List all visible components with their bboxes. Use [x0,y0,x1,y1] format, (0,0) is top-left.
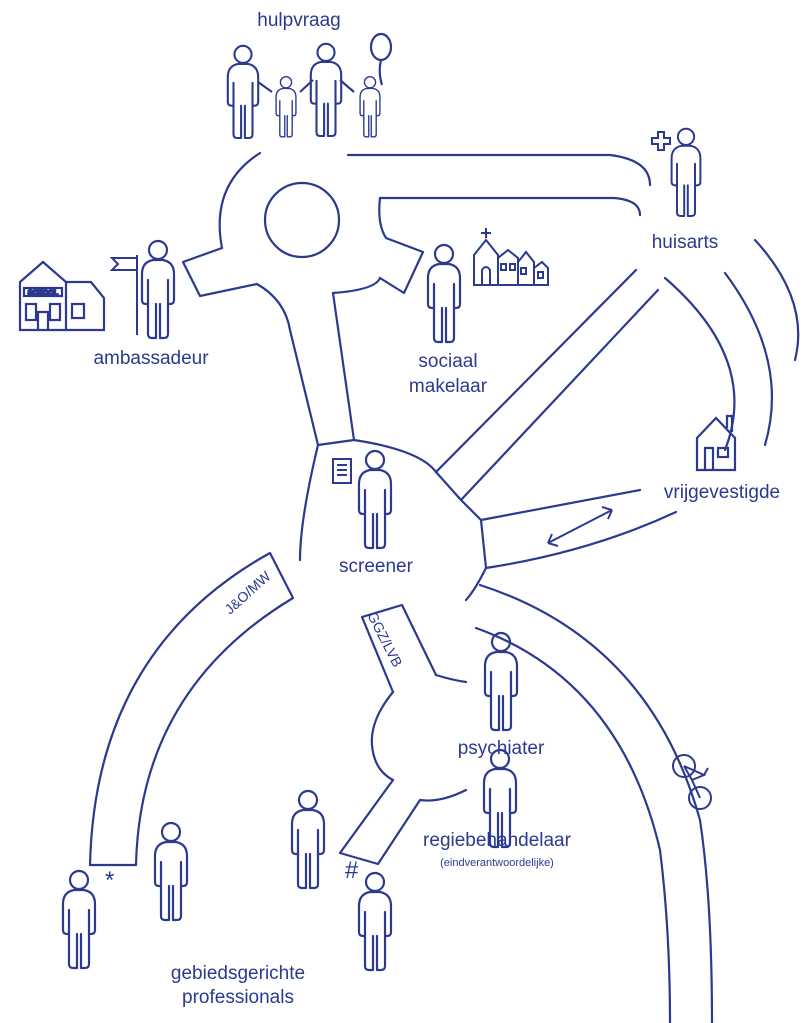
road-to-ambassadeur [181,246,259,298]
family-icon [226,42,381,140]
road-south-bike [474,583,714,1023]
road-jomw [88,551,295,867]
balloon-icon [369,32,393,86]
document-icon [332,458,352,484]
label-screener: screener [339,556,414,577]
gebiedsgerichte-professional-3-icon [290,789,326,890]
bottom-roundabout [370,673,468,802]
arc-huisarts-east [753,238,800,362]
label-hulpvraag: hulpvraag [257,10,340,31]
school-icon: SCHOOL [18,260,106,332]
road-to-screener [255,282,356,447]
road-network [88,151,800,1023]
flag-icon [109,255,138,335]
sociaal-makelaar-person-icon [426,243,462,344]
label-ambassadeur: ambassadeur [93,348,209,369]
label-vrijgevestigde: vrijgevestigde [664,482,780,503]
psychiater-person-icon [483,631,519,732]
screener-plaza [298,438,488,602]
road-to-hash [338,778,422,866]
gebiedsgerichte-professional-4-icon [357,871,393,972]
school-sign-text: SCHOOL [28,290,59,297]
label-psychiater: psychiater [458,738,545,759]
label-eindverantwoordelijke: (eindverantwoordelijke) [440,857,554,869]
village-icon [473,228,549,286]
label-makelaar: makelaar [409,376,488,397]
road-screener-huisarts [434,268,660,502]
top-roundabout-left-arc [218,151,262,250]
medical-cross-icon [651,131,671,151]
hash-mark: # [345,857,359,884]
road-label-jomw: J&O/MW [221,567,274,617]
house-icon [695,414,737,472]
doctor-icon [670,127,702,217]
road-to-sociaal-makelaar [331,196,425,295]
arc-huisarts-vrijgevestigde-inner [723,271,774,447]
gebiedsgerichte-professional-1-icon [61,869,97,970]
road-to-huisarts [346,153,652,217]
top-roundabout-island [263,181,341,259]
ambassadeur-person-icon [140,239,176,340]
arc-huisarts-vrijgevestigde-outer [663,276,736,452]
asterisk-mark: * [105,867,114,894]
label-regiebehandelaar: regiebehandelaar [423,830,572,851]
road-screener-vrijgevestigde [479,488,678,570]
gebiedsgerichte-professional-2-icon [153,821,189,922]
bicycle-icon [672,754,712,810]
road-ggzlvb [360,603,438,694]
label-professionals: professionals [182,987,294,1008]
screener-person-icon [357,449,393,550]
label-gebiedsgerichte: gebiedsgerichte [171,963,305,984]
label-sociaal: sociaal [418,351,477,372]
two-way-arrow-icon [547,506,613,547]
label-huisarts: huisarts [652,232,719,253]
